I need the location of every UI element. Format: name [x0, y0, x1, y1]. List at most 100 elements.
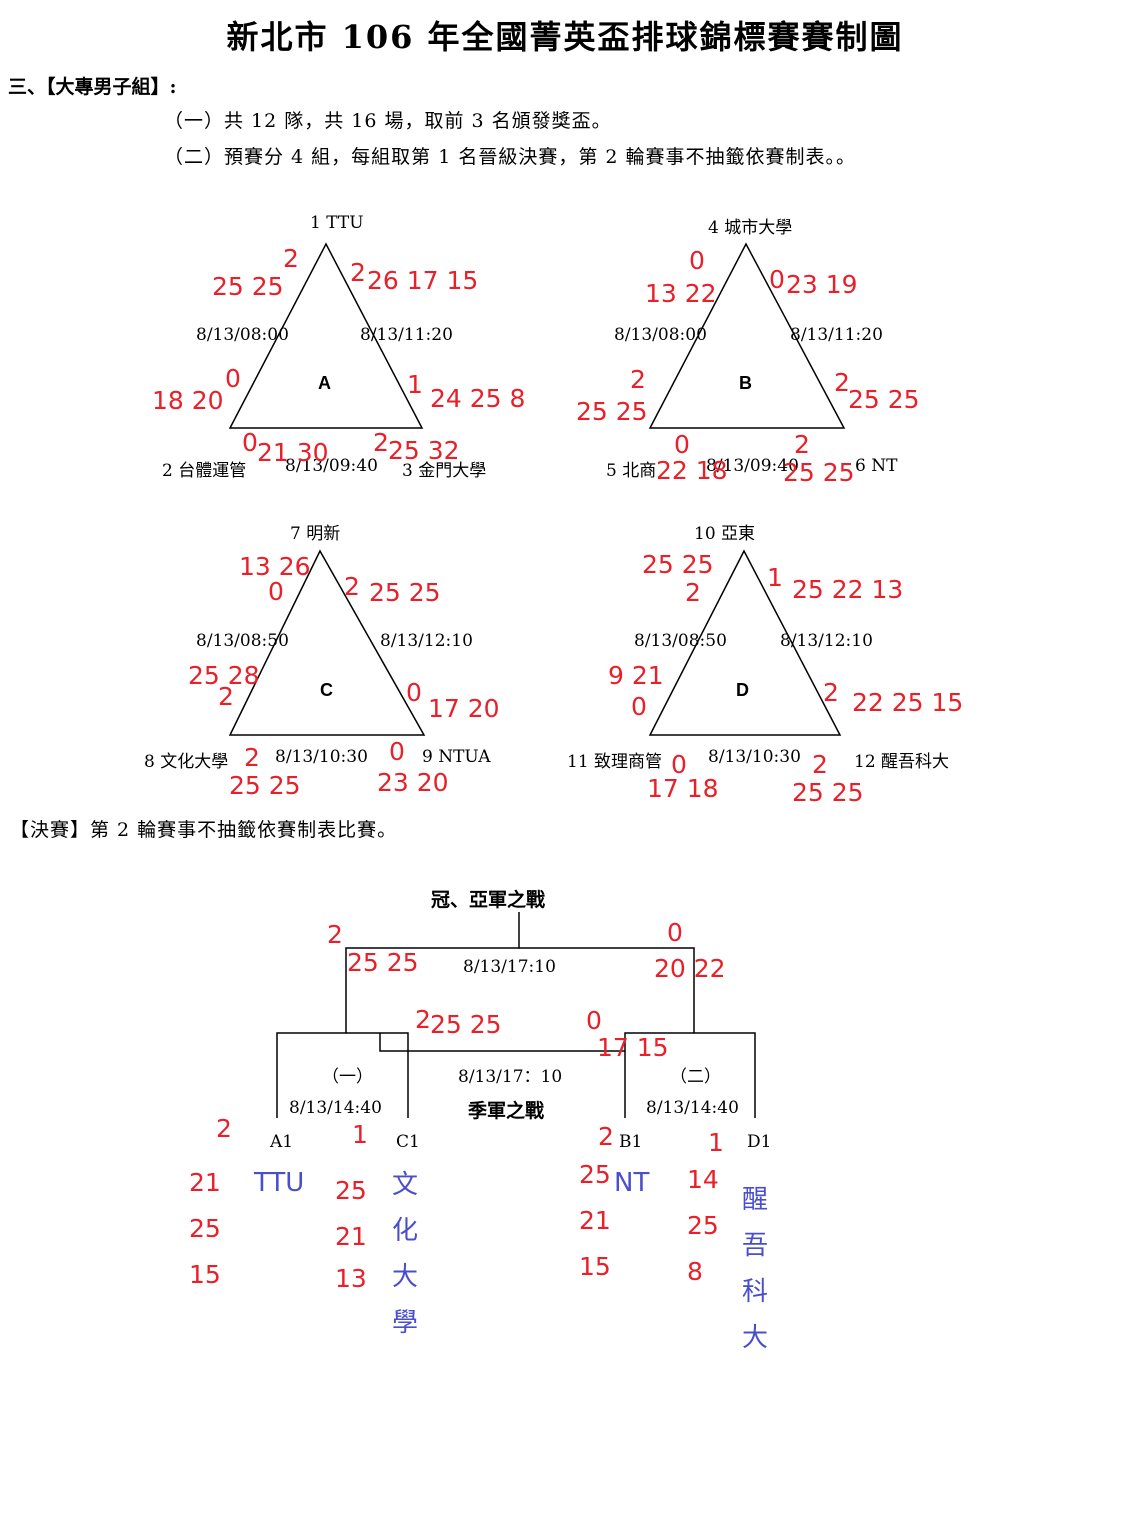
group-a-bottom-time: 8/13/09:40: [285, 456, 378, 476]
rule-2: （二）預賽分 4 組，每組取第 1 名晉級決賽，第 2 輪賽事不抽籤依賽制表。。: [164, 146, 857, 168]
group-c-right-edge-top-sets: 2: [344, 572, 360, 601]
group-a-bottom-right-sets: 2: [373, 428, 389, 457]
semi2-right-team: 醒 吾 科 大: [740, 1177, 770, 1361]
semi1-right-team-char: 文: [391, 1170, 418, 1200]
third-place-left-sets: 2: [415, 1005, 431, 1034]
group-a-bottom-left-sets: 0: [242, 428, 258, 457]
group-a-right-edge-top-points: 26 17 15: [367, 266, 479, 295]
semi2-right-seed: D1: [747, 1132, 772, 1152]
group-d-bottom-right-points: 25 25: [792, 778, 864, 807]
group-b-right-edge-top-sets: 0: [769, 265, 785, 294]
group-b-right-time: 8/13/11:20: [790, 325, 883, 345]
group-b-left-edge-bottom-points: 25 25: [576, 397, 648, 426]
semi1-right-seed: C1: [396, 1132, 420, 1152]
group-a-right-edge-bottom-sets: 1: [407, 370, 423, 399]
group-a-right-edge-top-sets: 2: [350, 258, 366, 287]
group-a-left-edge-bottom-sets: 0: [225, 364, 241, 393]
semi1-right-team-char: 化: [391, 1216, 418, 1246]
group-b-right-edge-bottom-sets: 2: [834, 368, 850, 397]
group-d-bottom-left-sets: 0: [671, 750, 687, 779]
semi2-left-branch: [624, 1032, 694, 1118]
semi1-left-seed: A1: [270, 1132, 294, 1152]
group-d-bottom-time: 8/13/10:30: [708, 747, 801, 767]
page-title: 新北市 106 年全國菁英盃排球錦標賽賽制圖: [226, 18, 904, 56]
semi2-right-sets: 1: [708, 1128, 724, 1157]
group-c-bottom-left-points: 25 25: [229, 771, 301, 800]
group-c-bottom-time: 8/13/10:30: [275, 747, 368, 767]
semi1-left-point-3: 15: [189, 1260, 221, 1289]
semi2-label: （二）: [670, 1067, 721, 1087]
group-a-right-team: 3 金門大學: [402, 461, 487, 481]
group-b-bottom-left-sets: 0: [674, 430, 690, 459]
group-b-left-edge-top-points: 13 22: [645, 279, 717, 308]
semi2-right-point-3: 8: [687, 1257, 703, 1286]
group-d-left-time: 8/13/08:50: [634, 631, 727, 651]
group-d-bottom-left-points: 17 18: [647, 774, 719, 803]
semi2-right-team-char: 科: [741, 1277, 768, 1307]
group-c-triangle: [228, 549, 426, 736]
third-place-left-points: 25 25: [430, 1010, 502, 1039]
rule-1: （一）共 12 隊，共 16 場，取前 3 名頒發獎盃。: [164, 110, 612, 132]
semi2-right-team-char: 大: [741, 1323, 768, 1353]
group-a-bottom-left-points: 21 30: [257, 438, 329, 467]
semi2-time: 8/13/14:40: [646, 1098, 739, 1118]
group-a-triangle: [228, 242, 424, 429]
group-c-bottom-right-sets: 0: [389, 737, 405, 766]
championship-right-sets: 0: [667, 918, 683, 947]
group-c-top-team: 7 明新: [290, 524, 341, 544]
group-c-left-time: 8/13/08:50: [196, 631, 289, 651]
group-a-right-edge-bottom-points: 24 25 8: [430, 384, 526, 413]
group-d-left-edge-bottom-sets: 0: [631, 692, 647, 721]
group-a-left-edge-top-points: 25 25: [212, 272, 284, 301]
semi2-right-point-1: 14: [687, 1165, 719, 1194]
semi1-right-sets: 1: [352, 1120, 368, 1149]
group-b-bottom-right-sets: 2: [794, 430, 810, 459]
group-d-triangle: [648, 549, 842, 736]
group-b-left-edge-bottom-sets: 2: [630, 365, 646, 394]
group-a-bottom-right-points: 25 32: [388, 436, 460, 465]
third-place-right-sets: 0: [586, 1006, 602, 1035]
group-a-letter: A: [318, 373, 331, 393]
group-c-letter: C: [320, 680, 333, 700]
semi1-left-point-1: 21: [189, 1168, 221, 1197]
group-a-left-edge-bottom-points: 18 20: [152, 386, 224, 415]
third-place-label: 季軍之戰: [468, 1100, 545, 1122]
semi1-left-point-2: 25: [189, 1214, 221, 1243]
semi1-time: 8/13/14:40: [289, 1098, 382, 1118]
group-b-left-edge-top-sets: 0: [689, 246, 705, 275]
group-c-bottom-right-points: 23 20: [377, 768, 449, 797]
group-b-right-edge-top-points: 23 19: [786, 270, 858, 299]
semi2-left-point-2: 21: [579, 1206, 611, 1235]
group-b-bottom-right-points: 25 25: [783, 458, 855, 487]
group-a-right-time: 8/13/11:20: [360, 325, 453, 345]
group-d-right-time: 8/13/12:10: [780, 631, 873, 651]
championship-right-points: 20 22: [654, 954, 726, 983]
group-c-left-edge-bottom-points: 25 28: [188, 661, 260, 690]
semi1-left-sets: 2: [216, 1114, 232, 1143]
group-b-bottom-left-points: 22 18: [656, 456, 728, 485]
group-d-left-team: 11 致理商管: [567, 752, 663, 772]
third-place-time: 8/13/17：10: [458, 1067, 563, 1087]
group-c-right-edge-bottom-sets: 0: [406, 678, 422, 707]
group-d-right-edge-bottom-points: 22 25 15: [852, 688, 964, 717]
third-place-right-points: 17 15: [597, 1033, 669, 1062]
semi2-right-team-char: 吾: [741, 1231, 768, 1261]
group-d-right-edge-bottom-sets: 2: [823, 678, 839, 707]
final-connector: [276, 912, 520, 1118]
group-b-letter: B: [739, 373, 752, 393]
championship-label: 冠、亞軍之戰: [431, 889, 546, 911]
group-b-top-team: 4 城市大學: [708, 218, 793, 238]
group-c-left-team: 8 文化大學: [144, 752, 229, 772]
group-b-left-time: 8/13/08:00: [614, 325, 707, 345]
group-c-right-time: 8/13/12:10: [380, 631, 473, 651]
group-b-bottom-time: 8/13/09:40: [706, 456, 799, 476]
semi1-right-team-char: 大: [391, 1262, 418, 1292]
semi1-right-team-char: 學: [391, 1308, 418, 1338]
semi2-left-team: NT: [614, 1168, 650, 1198]
group-c-left-edge-top-points: 13 26: [239, 552, 311, 581]
semi1-right-team: 文 化 大 學: [390, 1162, 420, 1346]
group-d-left-edge-top-points: 25 25: [642, 550, 714, 579]
group-d-left-edge-bottom-points: 9 21: [608, 661, 664, 690]
semi1-label: （一）: [322, 1067, 373, 1087]
